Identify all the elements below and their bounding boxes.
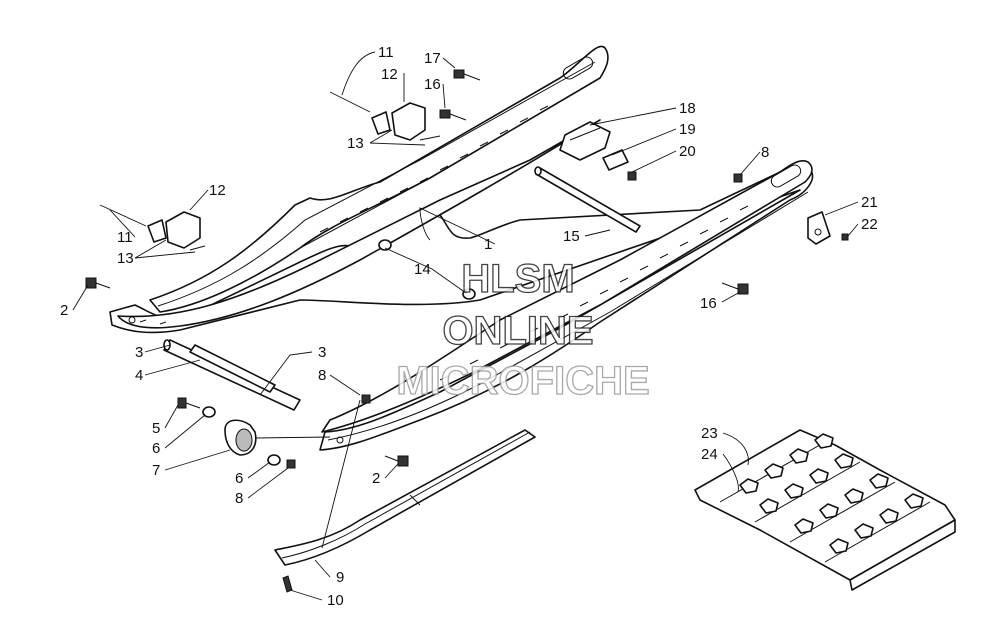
bracket-21 [807, 211, 831, 245]
nut-8-right [733, 173, 743, 183]
callout-14: 14 [414, 261, 431, 278]
callout-12-upper: 12 [381, 66, 398, 83]
watermark: HLSM ONLINE MICROFICHE [396, 256, 651, 403]
bolt-22 [841, 233, 849, 241]
callout-labels: 11 12 17 16 13 18 19 20 8 12 21 22 11 13… [60, 44, 878, 609]
callout-17: 17 [424, 50, 441, 67]
bolt-16-upper [439, 109, 467, 121]
rear-slide-rail [149, 45, 609, 313]
washer-6-lower [267, 454, 281, 466]
callout-21: 21 [861, 194, 878, 211]
nut-8-middle [361, 394, 371, 404]
callout-23: 23 [701, 425, 718, 442]
callout-24: 24 [701, 446, 718, 463]
block-12-upper [329, 91, 441, 141]
callout-20: 20 [679, 143, 696, 160]
callout-2-lower: 2 [372, 470, 380, 487]
callout-11-upper: 11 [378, 44, 394, 61]
callout-8-lower: 8 [235, 490, 243, 507]
callout-19: 19 [679, 121, 696, 138]
callout-11-lower: 11 [117, 229, 133, 246]
bolt-2-lower [384, 455, 409, 467]
leader-lines [72, 51, 859, 601]
spacer-19 [602, 149, 629, 171]
callout-13-lower: 13 [117, 250, 134, 267]
callout-2-upper: 2 [60, 302, 68, 319]
front-slide-rail [109, 119, 814, 451]
callout-3-left: 3 [135, 344, 143, 361]
callout-9: 9 [336, 569, 344, 586]
nut-20 [627, 171, 637, 181]
washer-6-upper [202, 406, 216, 418]
callout-18: 18 [679, 100, 696, 117]
callout-16-upper: 16 [424, 76, 441, 93]
bolt-16-lower [721, 282, 749, 295]
bolt-5 [177, 397, 201, 409]
callout-8-right: 8 [761, 144, 769, 161]
bolt-17 [453, 69, 481, 81]
callout-15: 15 [563, 228, 580, 245]
bolt-2-upper [85, 277, 111, 289]
callout-6-left: 6 [152, 440, 160, 457]
callout-3-right: 3 [318, 344, 326, 361]
callout-7: 7 [152, 462, 160, 479]
stopper-18 [559, 121, 611, 161]
watermark-line-3: MICROFICHE [396, 359, 649, 403]
callout-6-right: 6 [235, 470, 243, 487]
screw-10 [282, 575, 293, 593]
watermark-line-1: HLSM [461, 257, 574, 301]
callout-16-lower: 16 [700, 295, 717, 312]
nut-8-lower [286, 459, 296, 469]
callout-22: 22 [861, 216, 878, 233]
callout-10: 10 [327, 592, 344, 609]
callout-5: 5 [152, 420, 160, 437]
wear-strip-9 [274, 429, 536, 566]
callout-13-upper: 13 [347, 135, 364, 152]
callout-8-middle: 8 [318, 367, 326, 384]
watermark-line-2: ONLINE [442, 309, 593, 353]
callout-4: 4 [135, 367, 143, 384]
callout-1: 1 [484, 236, 492, 253]
cross-shaft-15 [534, 166, 641, 233]
washer-14-lower [462, 288, 476, 300]
washer-14-upper [378, 239, 392, 251]
callout-12-lower: 12 [209, 182, 226, 199]
cross-shaft-3-4 [163, 339, 301, 411]
track-23 [694, 429, 956, 591]
wheel-7 [224, 419, 257, 456]
block-12-lower [99, 204, 206, 251]
